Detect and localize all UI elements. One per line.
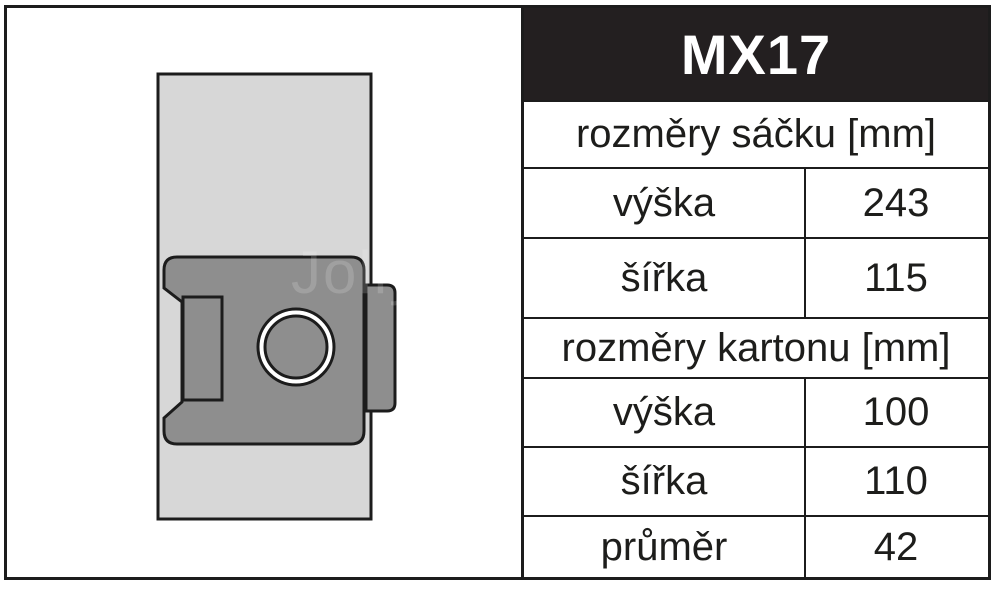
row-label: výška — [524, 379, 806, 446]
title-bar: MX17 — [524, 8, 988, 100]
section-header: rozměry kartonu [mm] — [561, 325, 951, 370]
product-card: Jolly - sáčky MX17 rozměry sáčku [mm] vý… — [4, 5, 991, 580]
table-row: šířka 115 — [524, 237, 988, 317]
bag-drawing-svg — [156, 72, 397, 521]
cardboard-dimensions-header: rozměry kartonu [mm] — [524, 317, 988, 377]
row-label: průměr — [524, 517, 806, 577]
watermark: Jolly - sáčky — [291, 239, 644, 306]
table-row: šířka 110 — [524, 446, 988, 515]
section-header: rozměry sáčku [mm] — [575, 112, 937, 156]
row-value: 243 — [862, 180, 930, 225]
row-value: 100 — [862, 390, 930, 434]
model-title: MX17 — [680, 23, 832, 86]
row-value: 42 — [873, 524, 919, 569]
table-row: výška 100 — [524, 377, 988, 446]
inlet-hole — [263, 314, 329, 380]
row-label: šířka — [524, 239, 806, 317]
row-label: výška — [524, 169, 806, 237]
bag-illustration: Jolly - sáčky — [7, 8, 642, 577]
row-label: šířka — [524, 448, 806, 515]
spec-table: MX17 rozměry sáčku [mm] výška 243 šířka … — [521, 8, 988, 577]
table-row: výška 243 — [524, 167, 988, 237]
cardboard-slot — [181, 295, 224, 402]
table-row: průměr 42 — [524, 515, 988, 577]
bag-dimensions-header: rozměry sáčku [mm] — [524, 100, 988, 167]
row-value: 110 — [864, 459, 928, 503]
row-value: 115 — [864, 255, 928, 300]
cardboard-tab — [364, 283, 397, 413]
